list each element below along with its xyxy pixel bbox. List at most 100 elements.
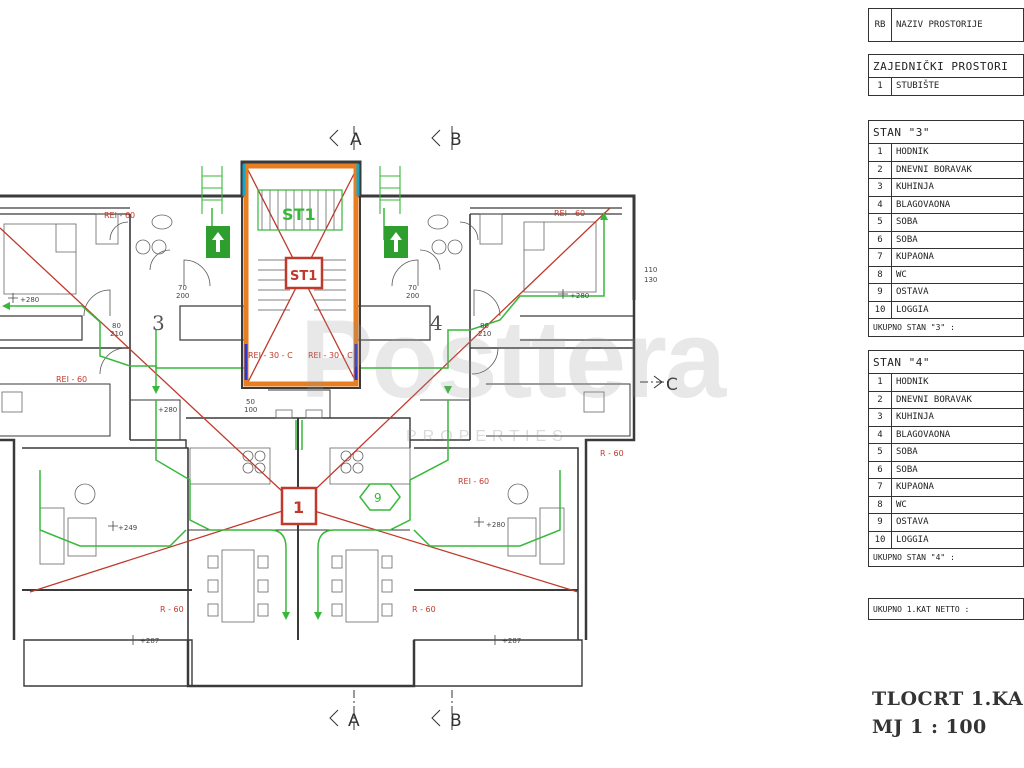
- table-row: 1 STUBIŠTE: [868, 77, 1024, 96]
- row-number: 8: [868, 265, 892, 284]
- floor-plan: A B A B C 3 4 ST1 ST1 1 9 REI - 60 REI -…: [0, 126, 678, 731]
- row-number: 6: [868, 230, 892, 249]
- exit-sign-right: [384, 226, 408, 258]
- dim-window-1: 110: [644, 266, 657, 274]
- section-b-top: B: [450, 130, 462, 150]
- row-number: 5: [868, 213, 892, 232]
- stair-tag-box: [284, 256, 324, 290]
- dim-door-2: 70: [408, 284, 417, 292]
- level-markers: [8, 289, 568, 645]
- level-6: +287: [140, 637, 159, 645]
- row-number: 8: [868, 495, 892, 514]
- dim-door-3: 80: [112, 322, 121, 330]
- hex-tag-label: 9: [374, 491, 382, 505]
- row-number: 5: [868, 443, 892, 462]
- evacuation-routes: [10, 208, 605, 612]
- drawing-scale: MJ 1 : 100: [872, 716, 987, 738]
- dim-wc-1b: 100: [244, 406, 257, 414]
- row-number: 3: [868, 178, 892, 197]
- row-number: 9: [868, 283, 892, 302]
- row-name: LOGGIA: [891, 300, 1024, 319]
- dim-door-4b: 210: [478, 330, 491, 338]
- legend-header-table: RB NAZIV PROSTORIJE: [868, 8, 1024, 42]
- row-name: SOBA: [891, 443, 1024, 462]
- dim-door-3b: 210: [110, 330, 123, 338]
- walls: [0, 160, 636, 688]
- door-swings: [83, 221, 501, 375]
- stan4-total: UKUPNO STAN "4" :: [868, 548, 1024, 567]
- row-number: 10: [868, 300, 892, 319]
- dim-window-1b: 130: [644, 276, 657, 284]
- apartment-3-label: 3: [152, 311, 165, 335]
- fire-rating-r-3: R - 60: [412, 605, 436, 614]
- exterior-ladders: [201, 166, 401, 214]
- row-name: HODNIK: [891, 143, 1024, 162]
- row-name: KUPAONA: [891, 248, 1024, 267]
- stairwell: [241, 161, 361, 389]
- row-name: DNEVNI BORAVAK: [891, 160, 1024, 179]
- row-number: 7: [868, 478, 892, 497]
- fire-rating-door-1: REI - 30 - C: [248, 351, 293, 360]
- legend-header-name: NAZIV PROSTORIJE: [891, 8, 1024, 42]
- section-a-top: A: [350, 130, 362, 150]
- drawing-title: TLOCRT 1.KA: [872, 688, 1024, 710]
- row-name: BLAGOVAONA: [891, 195, 1024, 214]
- fire-rating-r-1: R - 60: [600, 449, 624, 458]
- legend-header-rb: RB: [868, 8, 892, 42]
- stan3-title: STAN "3": [868, 120, 1024, 144]
- row-number: 3: [868, 408, 892, 427]
- row-number: 1: [868, 373, 892, 392]
- row-name: KUHINJA: [891, 408, 1024, 427]
- level-7: +287: [502, 637, 521, 645]
- row-name: KUPAONA: [891, 478, 1024, 497]
- row-number: 6: [868, 460, 892, 479]
- fire-zone-lines: [0, 169, 611, 593]
- fire-rating-r-2: R - 60: [160, 605, 184, 614]
- watermark-subtitle: PROPERTIES: [406, 428, 569, 445]
- row-number: 9: [868, 513, 892, 532]
- common-spaces-title: ZAJEDNIČKI PROSTORI: [868, 54, 1024, 78]
- row-name: WC: [891, 495, 1024, 514]
- row-name: BLAGOVAONA: [891, 425, 1024, 444]
- row-number: 10: [868, 530, 892, 549]
- stan3-total: UKUPNO STAN "3" :: [868, 318, 1024, 337]
- row-name: STUBIŠTE: [891, 77, 1024, 96]
- row-number: 4: [868, 425, 892, 444]
- legend-header-row: RB NAZIV PROSTORIJE: [868, 8, 1024, 42]
- row-number: 2: [868, 390, 892, 409]
- row-number: 2: [868, 160, 892, 179]
- floor-total: UKUPNO 1.KAT NETTO :: [868, 598, 1024, 620]
- stair-tag: ST1: [290, 269, 317, 284]
- route-arrows: [2, 212, 608, 620]
- section-markers: [329, 126, 672, 730]
- dim-wc-1: 50: [246, 398, 255, 406]
- row-number: 7: [868, 248, 892, 267]
- section-c: C: [666, 375, 678, 395]
- row-name: WC: [891, 265, 1024, 284]
- row-number: 1: [868, 143, 892, 162]
- level-5: +249: [118, 524, 137, 532]
- level-3: +280: [158, 406, 177, 414]
- exit-sign-left: [206, 226, 230, 258]
- fire-rating-1: REI - 60: [104, 211, 135, 220]
